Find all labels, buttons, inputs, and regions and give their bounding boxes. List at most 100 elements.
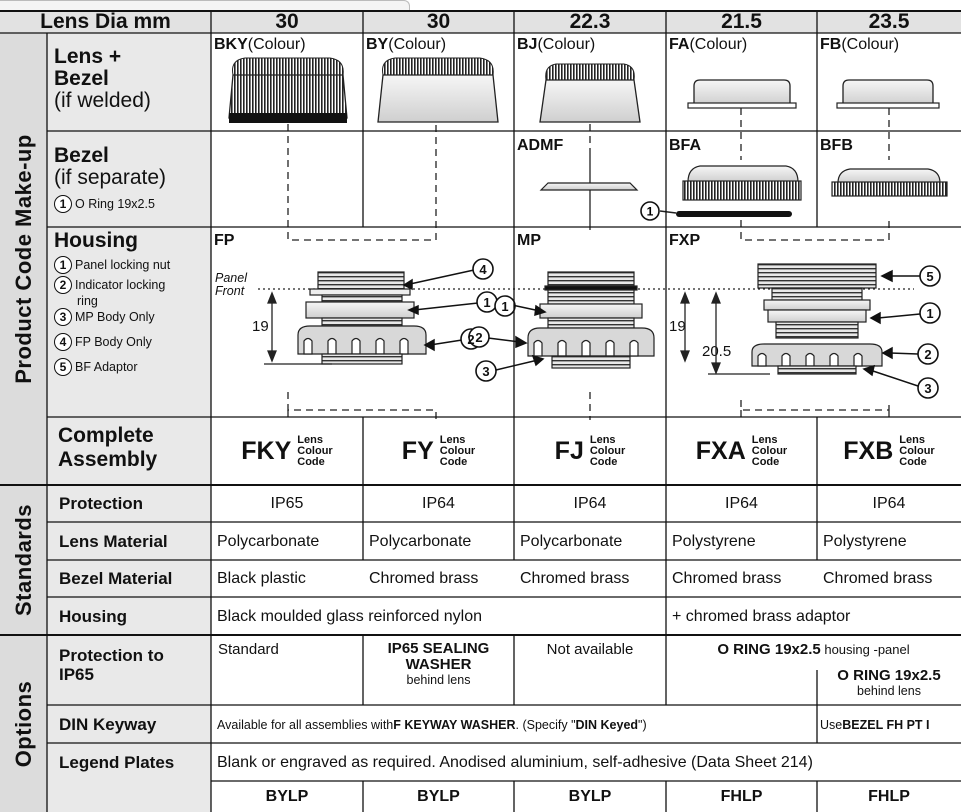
- dash-fa: [740, 108, 890, 241]
- header-lens-dia: Lens Dia mm: [40, 10, 171, 33]
- ip65-standard: Standard: [218, 641, 279, 658]
- fp-housing-drawing: [297, 271, 427, 365]
- dash-fxp-down: [740, 400, 890, 420]
- bfb-bezel-drawing: [831, 168, 948, 197]
- label-bezel-material: Bezel Material: [59, 569, 173, 588]
- dash-bky: [287, 124, 437, 241]
- ip65-oring-housing: O RING 19x2.5 housing -panel: [717, 641, 910, 658]
- legend-code-2: BYLP: [417, 788, 460, 805]
- callout-1-bezel: 1: [640, 201, 660, 221]
- code-bky: BKY(Colour): [214, 36, 306, 53]
- din-use-bezel: Use BEZEL FH PT I: [820, 717, 930, 732]
- protection-4: IP64: [725, 495, 758, 512]
- din-available-text: Available for all assemblies with F KEYW…: [217, 717, 647, 732]
- callout-2-fp: 2: [467, 332, 474, 347]
- label-legend-plates: Legend Plates: [59, 752, 175, 772]
- callout-1-mp: 1: [501, 299, 508, 314]
- mp-housing-drawing: [527, 271, 655, 369]
- code-mp: MP: [517, 232, 541, 249]
- fxp-housing-drawing: [751, 263, 883, 375]
- bezel-material-4: Chromed brass: [672, 570, 782, 587]
- legend-code-4: FHLP: [720, 788, 763, 805]
- callout-3-mp: 3: [482, 364, 489, 379]
- legend-code-1: BYLP: [265, 788, 309, 805]
- header-dia-1: 30: [275, 10, 299, 33]
- table-grid: [0, 10, 961, 812]
- legend-code-5: FHLP: [868, 788, 910, 805]
- code-admf: ADMF: [517, 137, 564, 154]
- callout-1-fp: 1: [483, 295, 490, 310]
- header-dia-4: 21.5: [721, 10, 762, 33]
- lens-material-1: Polycarbonate: [217, 532, 320, 550]
- callout-circles: [460, 258, 941, 399]
- code-bfb: BFB: [820, 137, 853, 154]
- code-fb: FB(Colour): [820, 36, 900, 53]
- header-dia-2: 30: [426, 10, 451, 33]
- section-sidebar-bg: [0, 33, 47, 812]
- svg-text:1: 1: [647, 205, 654, 219]
- fp-dimension: [264, 291, 332, 365]
- label-column-bg: [47, 33, 211, 812]
- code-bj: BJ(Colour): [517, 36, 596, 53]
- label-complete-assembly: Complete Assembly: [58, 424, 158, 471]
- code-bfa: BFA: [669, 137, 701, 154]
- protection-5: IP64: [872, 495, 906, 512]
- bky-lens-drawing: [228, 57, 348, 123]
- admf-bezel-drawing: [539, 182, 639, 191]
- label-din-keyway: DIN Keyway: [59, 714, 157, 734]
- dim-19-fxp: 19: [669, 318, 686, 335]
- protection-2: IP64: [422, 495, 455, 512]
- label-lens-material: Lens Material: [59, 531, 168, 551]
- legend-code-3: BYLP: [568, 788, 612, 805]
- ip65-not-available: Not available: [546, 641, 634, 658]
- callout-4-fp: 4: [479, 262, 487, 277]
- bfa-bezel-drawing: [659, 165, 802, 217]
- legend-plates-text: Blank or engraved as required. Anodised …: [217, 753, 813, 771]
- label-housing-material: Housing: [59, 606, 127, 626]
- ip65-oring-lens: O RING 19x2.5 behind lens: [837, 667, 941, 699]
- ip65-sealing-washer: IP65 SEALING WASHER behind lens: [387, 640, 490, 688]
- callout-2-fxp: 2: [924, 347, 931, 362]
- callout-5-fxp: 5: [926, 269, 933, 284]
- bezel-material-1: Black plastic: [217, 570, 306, 587]
- header-dia-5: 23.5: [868, 10, 910, 33]
- label-protection-ip65: Protection to IP65: [59, 646, 164, 684]
- label-protection: Protection: [59, 494, 144, 513]
- code-fxp: FXP: [669, 232, 701, 249]
- fxp-dimensions: [680, 291, 770, 375]
- lens-material-3: Polycarbonate: [520, 532, 623, 550]
- bezel-material-5: Chromed brass: [823, 570, 933, 587]
- callout-arrows: [402, 269, 921, 387]
- fa-lens-drawing: [687, 79, 797, 109]
- bj-lens-drawing: [539, 63, 641, 123]
- by-lens-drawing: [377, 57, 499, 123]
- top-tab: [0, 0, 410, 11]
- code-fp: FP: [214, 232, 235, 249]
- lens-material-2: Polycarbonate: [369, 532, 472, 550]
- callout-1-fxp: 1: [926, 306, 933, 321]
- fb-lens-drawing: [836, 79, 940, 109]
- housing-material-left: Black moulded glass reinforced nylon: [217, 607, 483, 625]
- header-row-bg: [0, 11, 961, 33]
- dim-19-fp: 19: [252, 318, 269, 335]
- label-lens-bezel: Lens + Bezel (if welded): [54, 45, 151, 112]
- callout-3-fxp: 3: [924, 381, 931, 396]
- protection-1: IP65: [270, 495, 304, 512]
- code-fa: FA(Colour): [669, 36, 748, 53]
- dash-fp-down: [287, 392, 437, 420]
- code-by: BY(Colour): [366, 36, 447, 53]
- bezel-material-3: Chromed brass: [520, 570, 630, 587]
- header-dia-3: 22.3: [569, 10, 611, 33]
- panel-front-label: Panel Front: [215, 271, 247, 298]
- callout-2-mp: 2: [475, 330, 482, 345]
- bezel-material-2: Chromed brass: [369, 570, 479, 587]
- housing-material-right: + chromed brass adaptor: [672, 607, 851, 625]
